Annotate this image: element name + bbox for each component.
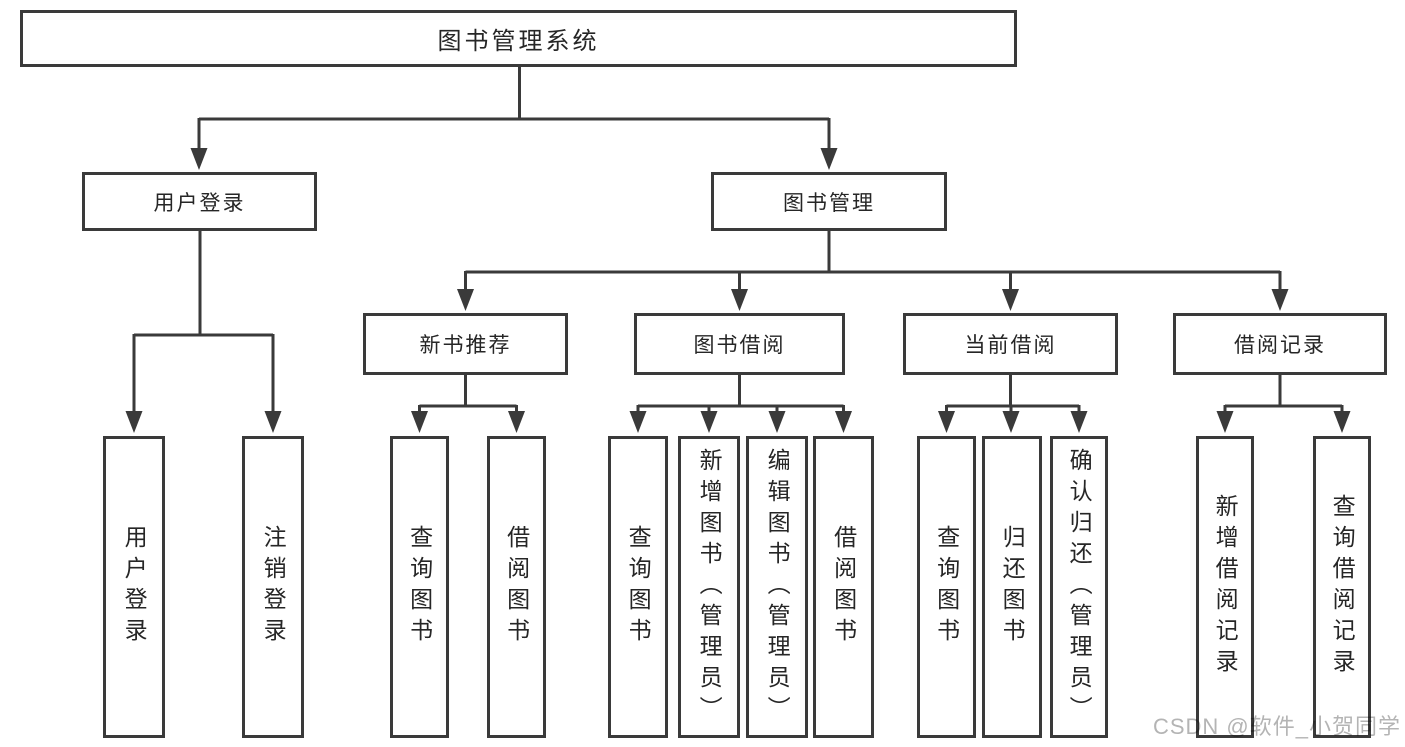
leaf-borrow-books-recommend-label: 借阅图书	[503, 525, 530, 649]
node-book-management: 图书管理	[711, 172, 947, 231]
leaf-query-books-current: 查询图书	[917, 436, 976, 738]
leaf-borrow-books-recommend: 借阅图书	[487, 436, 546, 738]
leaf-logout: 注销登录	[242, 436, 304, 738]
node-current-borrowing: 当前借阅	[903, 313, 1118, 375]
node-borrowing-records: 借阅记录	[1173, 313, 1387, 375]
leaf-query-books-recommend-label: 查询图书	[406, 525, 433, 649]
leaf-edit-books-admin-label: 编辑图书（管理员）	[764, 447, 791, 727]
leaf-user-login: 用户登录	[103, 436, 165, 738]
leaf-query-books-borrowing-label: 查询图书	[625, 525, 652, 649]
node-book-management-system: 图书管理系统	[20, 10, 1017, 67]
leaf-query-books-recommend: 查询图书	[390, 436, 449, 738]
leaf-query-books-borrowing: 查询图书	[608, 436, 668, 738]
node-book-borrowing: 图书借阅	[634, 313, 845, 375]
leaf-return-books: 归还图书	[982, 436, 1042, 738]
watermark: CSDN @软件_小贺同学	[1152, 714, 1401, 739]
leaf-user-login-label: 用户登录	[121, 525, 148, 649]
leaf-add-books-admin-label: 新增图书（管理员）	[696, 447, 723, 727]
leaf-logout-label: 注销登录	[260, 525, 287, 649]
node-new-book-recommend: 新书推荐	[363, 313, 568, 375]
node-user-login-group: 用户登录	[82, 172, 317, 231]
leaf-confirm-return-admin: 确认归还（管理员）	[1050, 436, 1108, 738]
leaf-query-books-current-label: 查询图书	[933, 525, 960, 649]
leaf-borrow-books-borrowing: 借阅图书	[813, 436, 874, 738]
leaf-add-borrow-record-label: 新增借阅记录	[1212, 494, 1239, 680]
leaf-query-borrow-record: 查询借阅记录	[1313, 436, 1371, 738]
leaf-confirm-return-admin-label: 确认归还（管理员）	[1066, 447, 1093, 727]
leaf-query-borrow-record-label: 查询借阅记录	[1329, 494, 1356, 680]
leaf-add-books-admin: 新增图书（管理员）	[678, 436, 740, 738]
leaf-add-borrow-record: 新增借阅记录	[1196, 436, 1254, 738]
leaf-return-books-label: 归还图书	[999, 525, 1026, 649]
leaf-borrow-books-borrowing-label: 借阅图书	[830, 525, 857, 649]
leaf-edit-books-admin: 编辑图书（管理员）	[746, 436, 808, 738]
